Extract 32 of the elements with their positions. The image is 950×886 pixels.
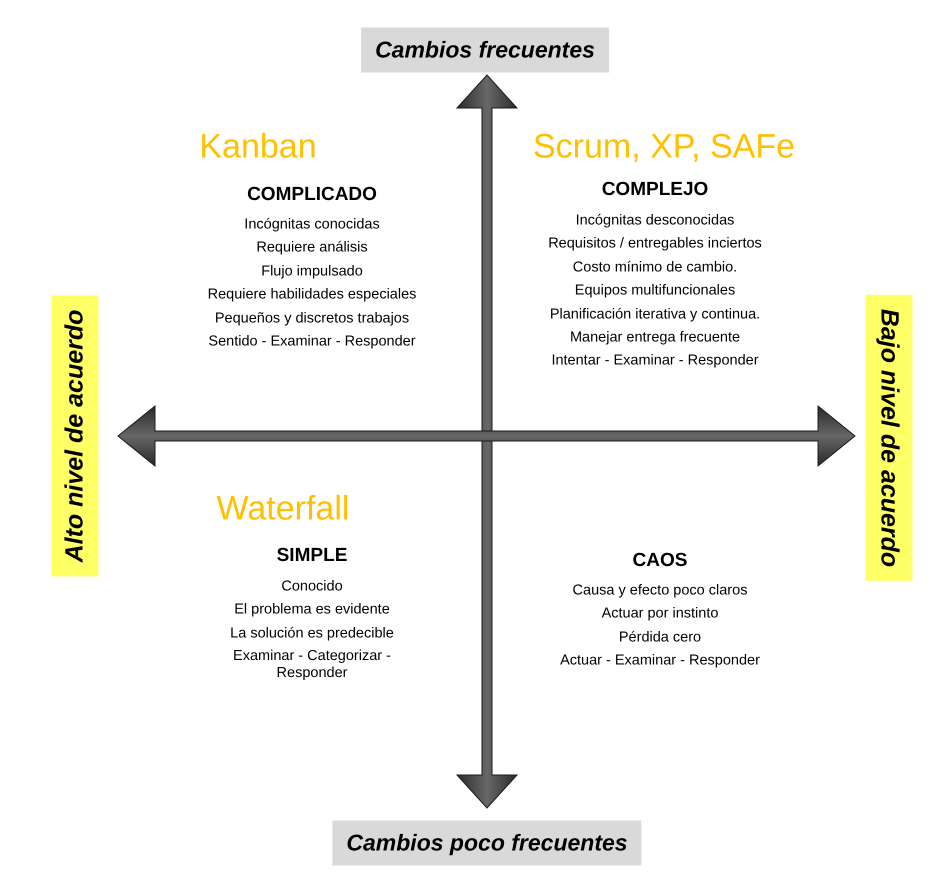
axis-label: Cambios poco frecuentes [332, 820, 642, 866]
quadrant-text: Flujo impulsado [261, 263, 363, 280]
quadrant-text: Pequeños y discretos trabajos [214, 310, 410, 328]
axis-label: Alto nivel de acuerdo [52, 296, 98, 576]
quadrant-text: Requisitos / entregables inciertos [548, 236, 762, 253]
quadrant-text: Actuar - Examinar - Responder [560, 652, 760, 670]
quadrant-text: Manejar entrega frecuente [570, 330, 740, 346]
method-name: Scrum, XP, SAFe [532, 128, 796, 166]
method-name: Waterfall [216, 490, 350, 528]
quadrant-text: Conocido [281, 578, 343, 596]
quadrant-text: Examinar - Categorizar - Responder [232, 648, 392, 682]
quadrant-text: Costo mínimo de cambio. [572, 259, 738, 276]
quadrant-text: Equipos multifuncionales [574, 282, 736, 300]
quadrant-text: Intentar - Examinar - Responder [551, 352, 759, 370]
axis-label: Bajo nivel de acuerdo [866, 294, 912, 582]
quadrant-text: Requiere análisis [256, 240, 368, 257]
quadrant-text: Planificación iterativa y continua. [550, 306, 760, 324]
quadrant-text: La solución es predecible [230, 625, 394, 642]
quadrant-heading: COMPLEJO [602, 179, 708, 201]
method-name: Kanban [199, 128, 317, 166]
quadrant-text: Incógnitas conocidas [244, 216, 380, 234]
quadrant-text: Sentido - Examinar - Responder [208, 334, 416, 350]
quadrant-text: Causa y efecto poco claros [572, 582, 748, 600]
quadrant-text: Pérdida cero [618, 629, 702, 646]
quadrant-text: Actuar por instinto [602, 606, 718, 623]
quadrant-text: El problema es evidente [234, 602, 390, 619]
quadrant-heading: CAOS [632, 550, 688, 572]
quadrant-text: Incógnitas desconocidas [576, 212, 734, 230]
quadrant-text: Requiere habilidades especiales [208, 286, 416, 304]
axis-label: Cambios frecuentes [361, 28, 609, 72]
quadrant-heading: SIMPLE [276, 545, 348, 567]
quadrant-heading: COMPLICADO [247, 184, 377, 206]
